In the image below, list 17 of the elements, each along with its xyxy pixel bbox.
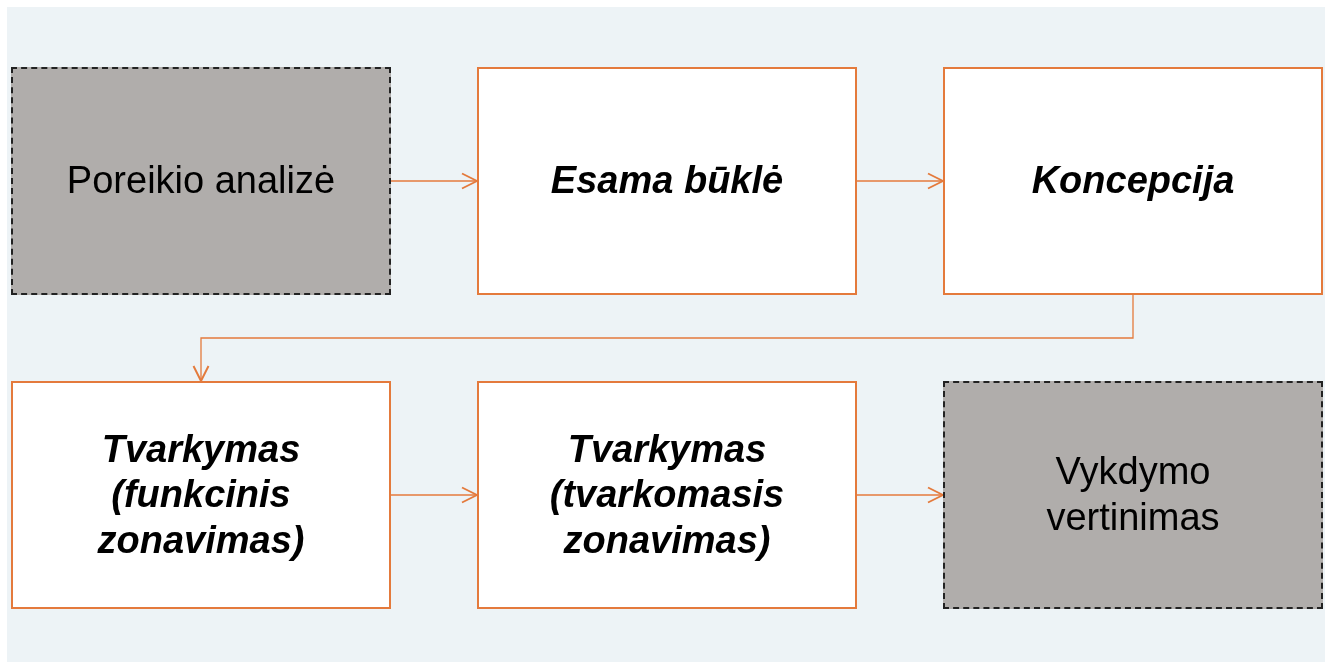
external-step-box: [11, 67, 391, 295]
step-label: Vykdymo vertinimas: [1045, 449, 1221, 540]
arrow: [856, 486, 944, 504]
step-label: Esama būklė: [550, 158, 784, 204]
arrow: [390, 486, 478, 504]
arrow: [192, 294, 1134, 382]
process-box: [477, 67, 857, 295]
arrow: [856, 172, 944, 190]
step-label: Tvarkymas (funkcinis zonavimas): [96, 426, 306, 563]
step-label: Koncepcija: [1031, 158, 1235, 204]
step-label: Poreikio analizė: [66, 158, 336, 204]
process-box: [477, 381, 857, 609]
external-step-box: [943, 381, 1323, 609]
process-box: [943, 67, 1323, 295]
process-box: [11, 381, 391, 609]
arrow: [390, 172, 478, 190]
step-label: Tvarkymas (tvarkomasis zonavimas): [548, 426, 786, 563]
